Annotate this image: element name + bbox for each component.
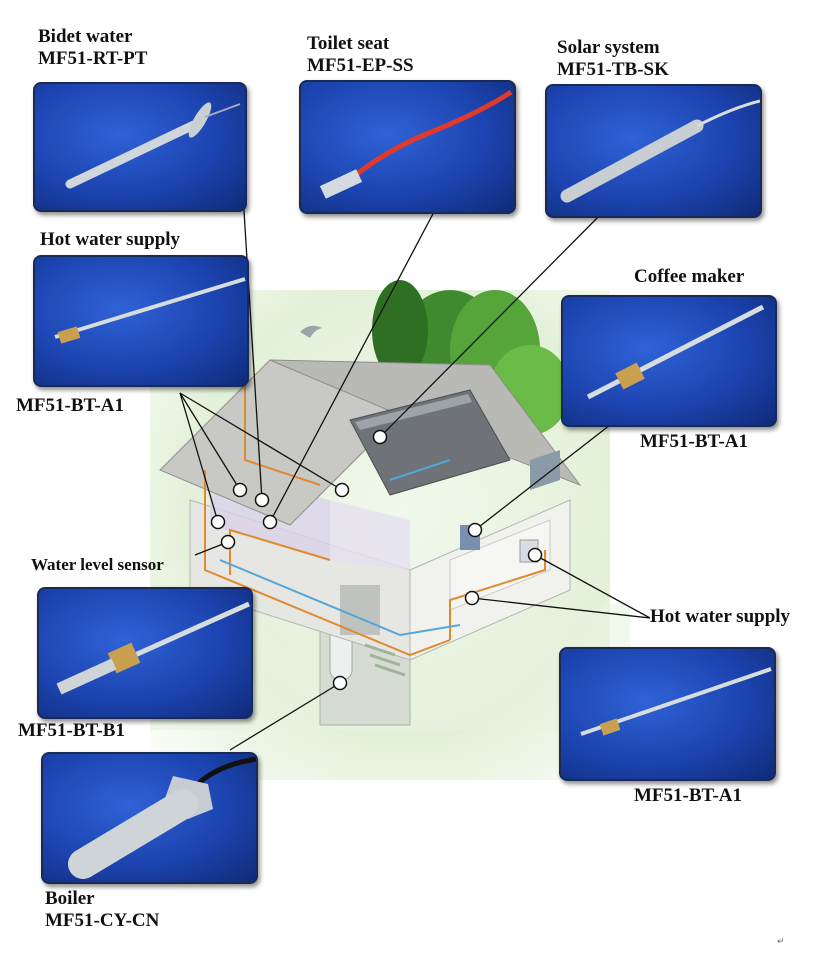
photo-coffee-maker-sensor <box>561 295 777 427</box>
label-hot-water-2-title: Hot water supply <box>650 606 791 627</box>
photo-bidet-sensor <box>33 82 247 212</box>
marker-bidet <box>254 492 270 508</box>
photo-hot-water-sensor-2 <box>559 647 776 781</box>
label-hot-water-1-model: MF51-BT-A1 <box>16 395 125 416</box>
label-coffee-model: MF51-BT-A1 <box>640 431 749 452</box>
marker-hotwater-5 <box>464 590 480 606</box>
label-boiler-title: Boiler <box>45 888 95 909</box>
label-hot-water-1-title: Hot water supply <box>40 229 181 250</box>
photo-water-level-sensor <box>37 587 253 719</box>
label-bidet-title: Bidet water <box>38 26 133 47</box>
label-solar-model: MF51-TB-SK <box>557 59 669 80</box>
marker-coffee <box>467 522 483 538</box>
label-boiler-model: MF51-CY-CN <box>45 910 160 931</box>
label-hot-water-2-model: MF51-BT-A1 <box>634 785 743 806</box>
photo-hot-water-sensor-1 <box>33 255 249 387</box>
marker-solar <box>372 429 388 445</box>
photo-boiler-sensor <box>41 752 258 884</box>
photo-solar-sensor <box>545 84 762 218</box>
label-water-level-model: MF51-BT-B1 <box>18 720 125 741</box>
marker-boiler <box>332 675 348 691</box>
house-illustration <box>150 280 630 730</box>
photo-toilet-seat-sensor <box>299 80 516 214</box>
marker-hotwater-3 <box>334 482 350 498</box>
label-solar-title: Solar system <box>557 37 660 58</box>
marker-hotwater-4 <box>527 547 543 563</box>
marker-hotwater-2 <box>232 482 248 498</box>
label-toilet-title: Toilet seat <box>307 33 390 54</box>
marker-toilet <box>262 514 278 530</box>
label-bidet-model: MF51-RT-PT <box>38 48 148 69</box>
label-water-level-title: Water level sensor <box>31 555 164 574</box>
marker-hotwater-1 <box>210 514 226 530</box>
corner-mark: ↵ <box>777 937 785 947</box>
marker-water-level <box>220 534 236 550</box>
label-toilet-model: MF51-EP-SS <box>307 55 414 76</box>
label-coffee-title: Coffee maker <box>634 266 745 287</box>
